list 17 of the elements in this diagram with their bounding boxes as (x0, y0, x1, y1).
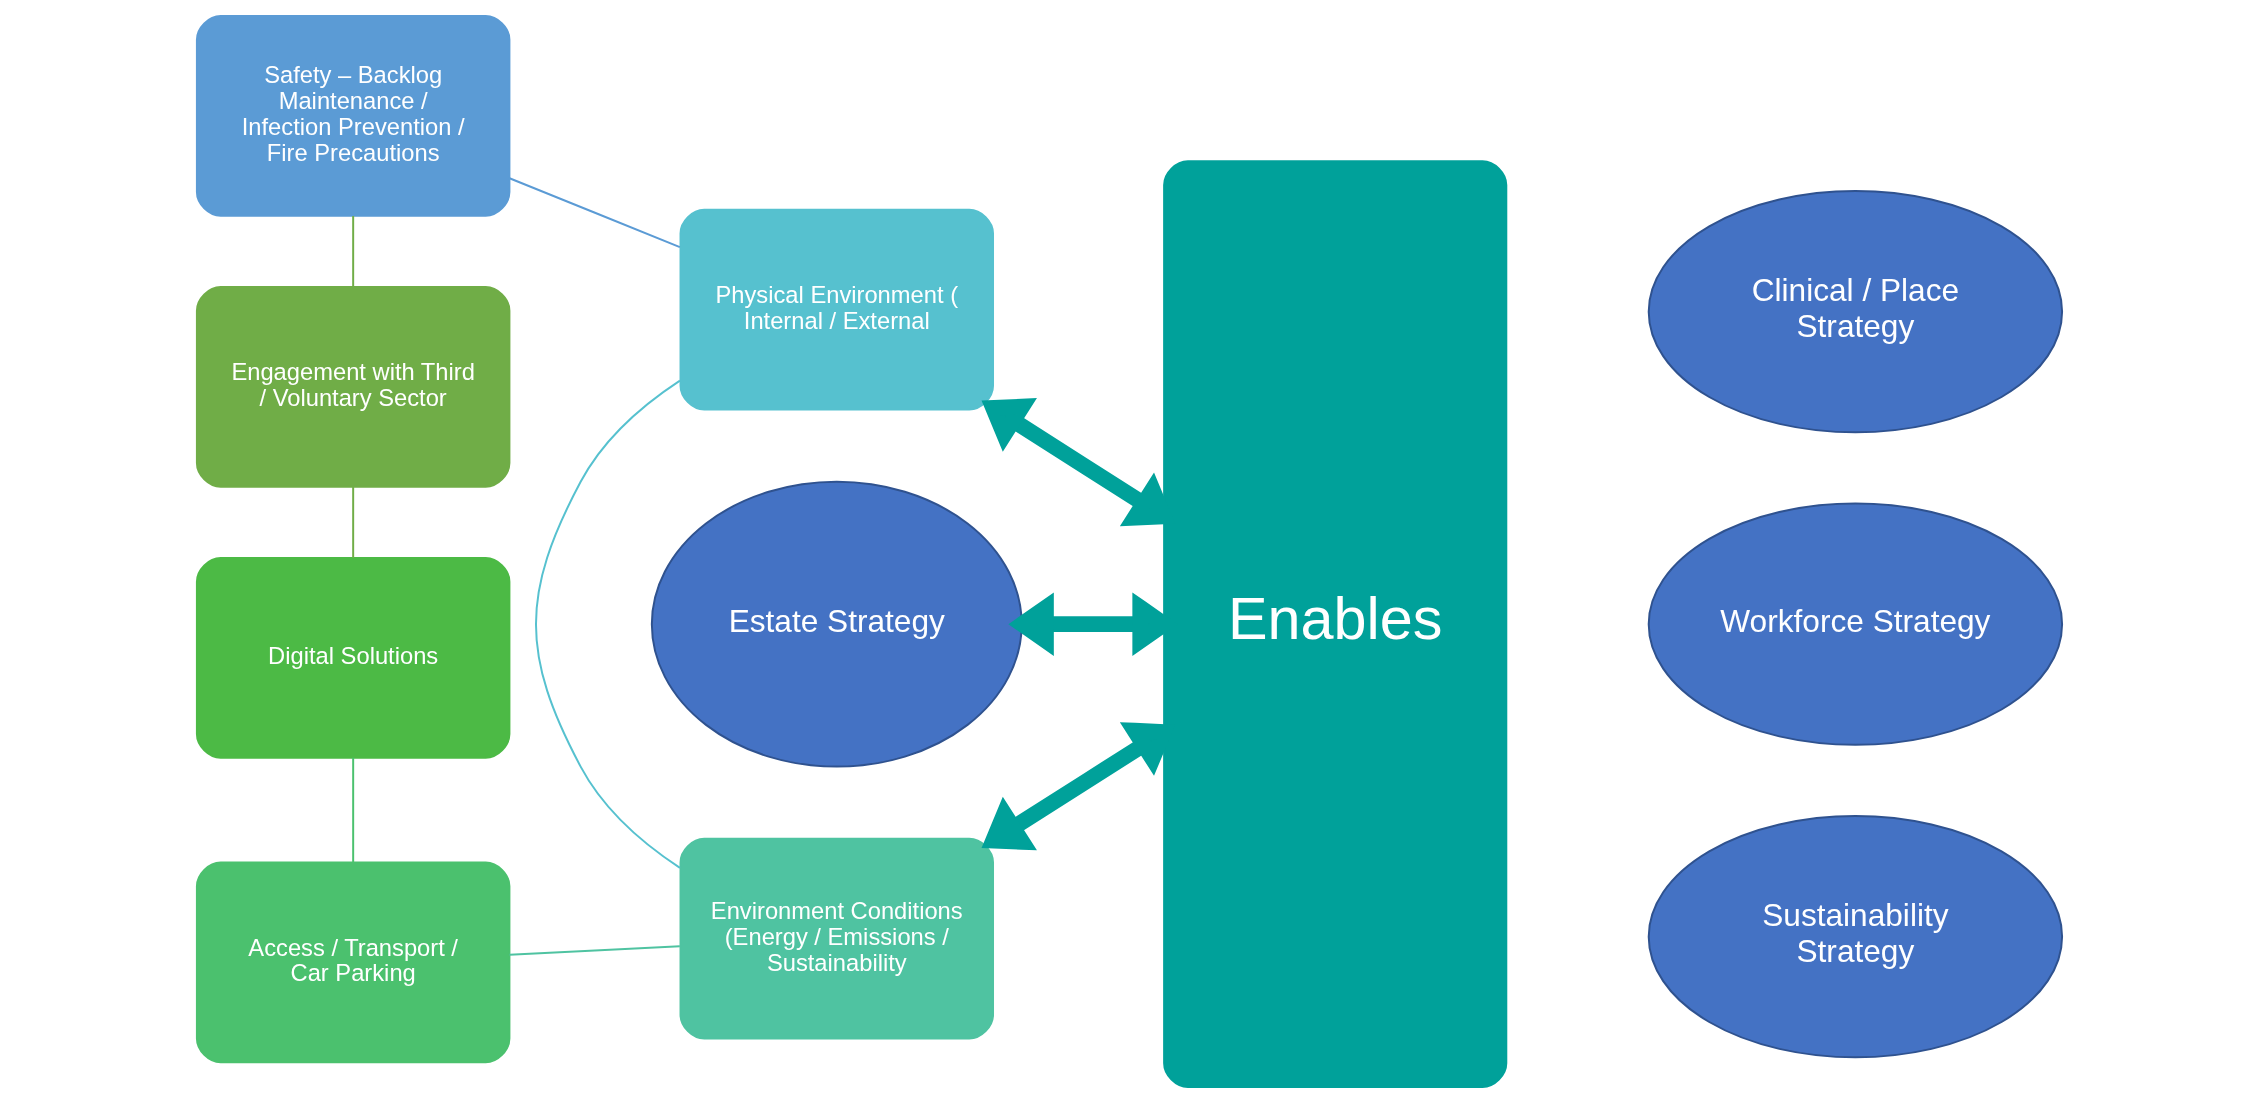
connector (508, 177, 681, 249)
node-box: Physical Environment ( Internal / External (679, 208, 994, 411)
connector (352, 486, 355, 559)
connector (535, 379, 681, 869)
node-ellipse: Clinical / Place Strategy (1647, 190, 2064, 434)
connector (352, 756, 355, 864)
node-box: Digital Solutions (195, 556, 511, 759)
connector (352, 215, 355, 288)
node-box: Access / Transport / Car Parking (195, 861, 511, 1064)
node-box: Enables (1163, 160, 1508, 1088)
node-box: Safety – Backlog Maintenance / Infection Prevention / Fire Precautions (195, 15, 511, 217)
node-box: Engagement with Third / Voluntary Sector (195, 285, 511, 488)
node-ellipse: Sustainability Strategy (1647, 815, 2064, 1059)
node-ellipse: Workforce Strategy (1647, 502, 2064, 746)
node-box: Environment Conditions (Energy / Emissions / Sustainability (679, 837, 994, 1040)
node-ellipse: Estate Strategy (650, 480, 1023, 768)
connector (508, 945, 681, 956)
